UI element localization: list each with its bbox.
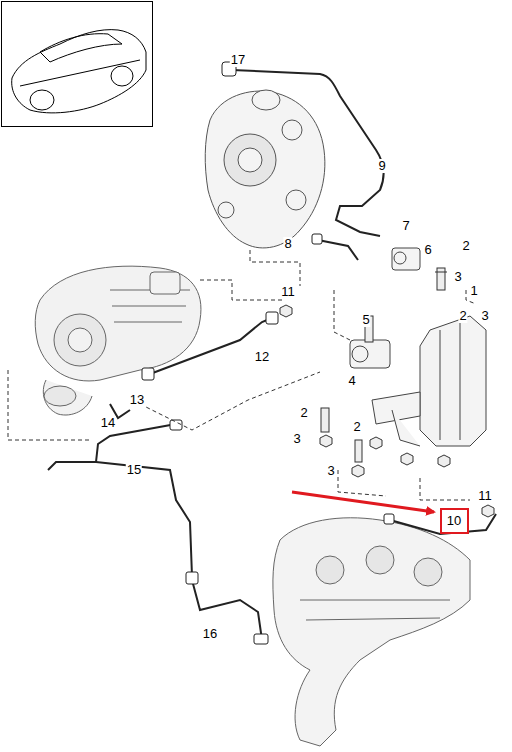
callout-number: 13 (129, 393, 145, 407)
callout-number: 16 (202, 627, 218, 641)
callout-number: 3 (480, 309, 489, 323)
bracket-assembly (350, 248, 486, 446)
callout-number: 1 (469, 284, 478, 298)
callout-number: 12 (254, 350, 270, 364)
highlight-box: 10 (440, 508, 469, 534)
callout-number: 17 (230, 53, 246, 67)
callout-number: 14 (100, 416, 116, 430)
callout-number: 6 (423, 243, 432, 257)
callout-number: 15 (126, 463, 142, 477)
highlight-arrow (292, 492, 434, 512)
callout-number: 10 (447, 514, 461, 528)
vehicle-inset (2, 2, 153, 127)
fasteners (280, 268, 494, 517)
callout-number: 2 (458, 309, 467, 323)
assembly-leaders (8, 250, 476, 500)
callout-number: 11 (477, 489, 493, 503)
vacuum-lines (48, 70, 496, 640)
callout-number: 7 (401, 219, 410, 233)
callout-number: 3 (326, 464, 335, 478)
callout-number: 11 (280, 285, 296, 299)
engine-housing-top (205, 90, 325, 248)
callout-number: 2 (352, 420, 361, 434)
callout-number: 3 (292, 432, 301, 446)
callout-number: 2 (299, 406, 308, 420)
turbocharger-left (35, 266, 201, 415)
callout-number: 5 (361, 313, 370, 327)
callout-number: 2 (461, 239, 470, 253)
callout-number: 3 (453, 270, 462, 284)
callout-number: 9 (377, 159, 386, 173)
callout-number: 8 (283, 237, 292, 251)
exhaust-manifold-lower (273, 518, 470, 746)
hose-ends (142, 62, 394, 644)
callout-number: 4 (347, 374, 356, 388)
